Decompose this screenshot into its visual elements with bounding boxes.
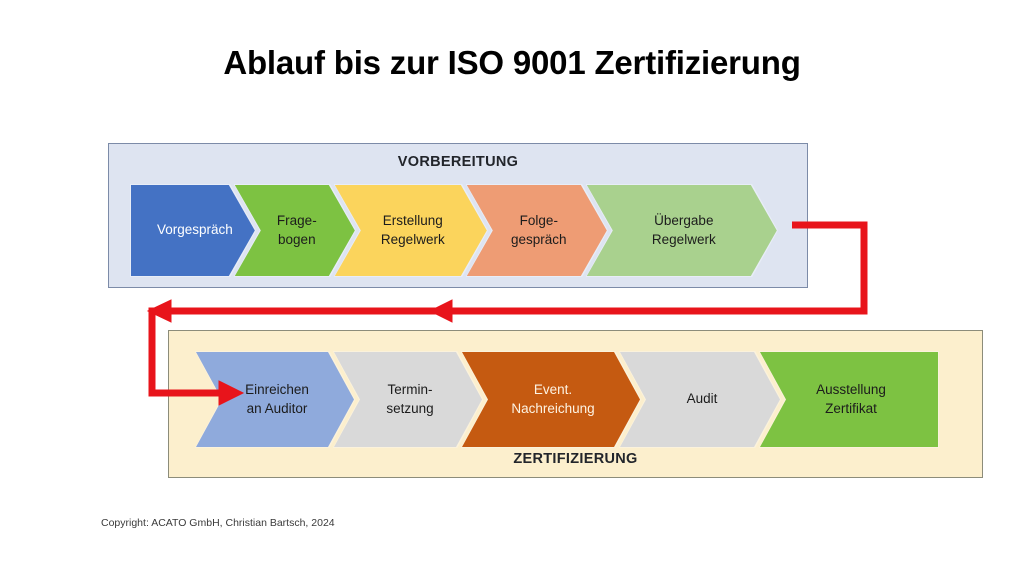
page-title: Ablauf bis zur ISO 9001 Zertifizierung [223, 44, 801, 81]
step-fill [196, 352, 354, 447]
step-fill [467, 185, 607, 276]
step-fill [462, 352, 640, 447]
connector-arrowhead-mid [428, 299, 453, 323]
phase-label-vorbereitung: VORBEREITUNG [397, 154, 519, 170]
step-fill [131, 185, 255, 276]
process-step-einreichen-an-auditor[interactable]: Einreichen an Auditor [196, 352, 354, 447]
step-fill [335, 185, 487, 276]
process-step-folgegespraech[interactable]: Folge- gespräch [467, 185, 607, 276]
process-step-vorgespraech[interactable]: Vorgespräch [131, 185, 255, 276]
process-step-erstellung-regelwerk[interactable]: Erstellung Regelwerk [335, 185, 487, 276]
process-step-event-nachreichung[interactable]: Event. Nachreichung [462, 352, 640, 447]
process-step-uebergabe-regelwerk[interactable]: Übergabe Regelwerk [587, 185, 777, 276]
step-fill [334, 352, 482, 447]
copyright-notice: Copyright: ACATO GmbH, Christian Bartsch… [101, 517, 335, 529]
process-step-terminsetzung[interactable]: Termin- setzung [334, 352, 482, 447]
step-fill [620, 352, 780, 447]
process-row-zertifizierung: Einreichen an Auditor Termin- setzung Ev… [196, 350, 968, 449]
process-row-vorbereitung: Vorgespräch Frage- bogen Erstellung Rege… [131, 185, 795, 276]
process-step-audit[interactable]: Audit [620, 352, 780, 447]
step-fill [587, 185, 777, 276]
step-fill [760, 352, 938, 447]
process-step-ausstellung-zertifikat[interactable]: Ausstellung Zertifikat [758, 350, 940, 449]
phase-label-zertifizierung: ZERTIFIZIERUNG [513, 451, 638, 467]
connector-arrowhead-left [146, 299, 172, 323]
